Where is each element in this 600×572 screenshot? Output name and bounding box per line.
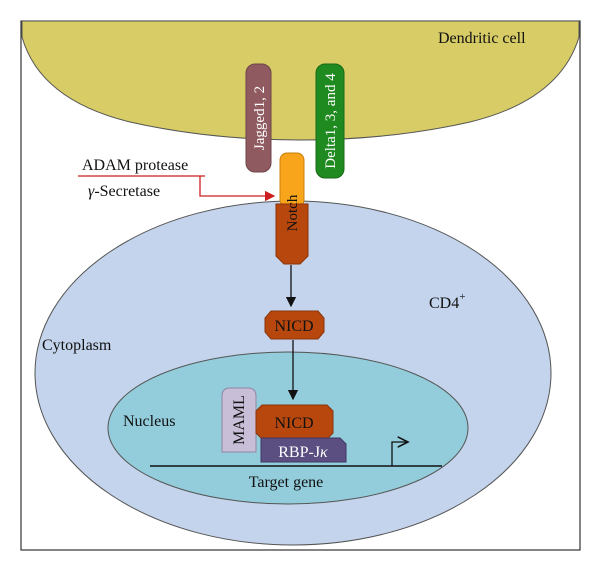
dendritic-cell-label: Dendritic cell bbox=[438, 30, 526, 47]
transcription-start-arrow bbox=[391, 442, 408, 466]
jagged-ligand bbox=[245, 63, 272, 173]
protease-arrow bbox=[199, 176, 276, 202]
adam-protease-label: ADAM protease bbox=[82, 157, 188, 174]
target-gene-label: Target gene bbox=[249, 474, 324, 491]
notch-receptor bbox=[275, 203, 309, 265]
maml bbox=[221, 387, 257, 453]
nucleus-label: Nucleus bbox=[123, 413, 175, 430]
cd4-label: CD4+ bbox=[429, 291, 465, 312]
nicd-nucleus-label: NICD bbox=[274, 415, 313, 432]
rbp-jk bbox=[260, 437, 347, 463]
gamma-secretase-label: γ-Secretase bbox=[88, 183, 160, 200]
rbp-jk-label: RBP-Jκ bbox=[278, 444, 328, 461]
notch-label: Notch bbox=[285, 194, 301, 231]
maml-label: MAML bbox=[231, 395, 248, 445]
nicd-cytoplasm-label: NICD bbox=[274, 318, 313, 335]
delta-label: Delta1, 3, and 4 bbox=[323, 73, 339, 169]
dendritic-cell bbox=[21, 20, 580, 141]
nicd-cytoplasm bbox=[264, 310, 325, 340]
delta-ligand bbox=[315, 63, 345, 179]
cytoplasm-label: Cytoplasm bbox=[42, 337, 112, 354]
jagged-label: Jagged1, 2 bbox=[252, 86, 268, 150]
